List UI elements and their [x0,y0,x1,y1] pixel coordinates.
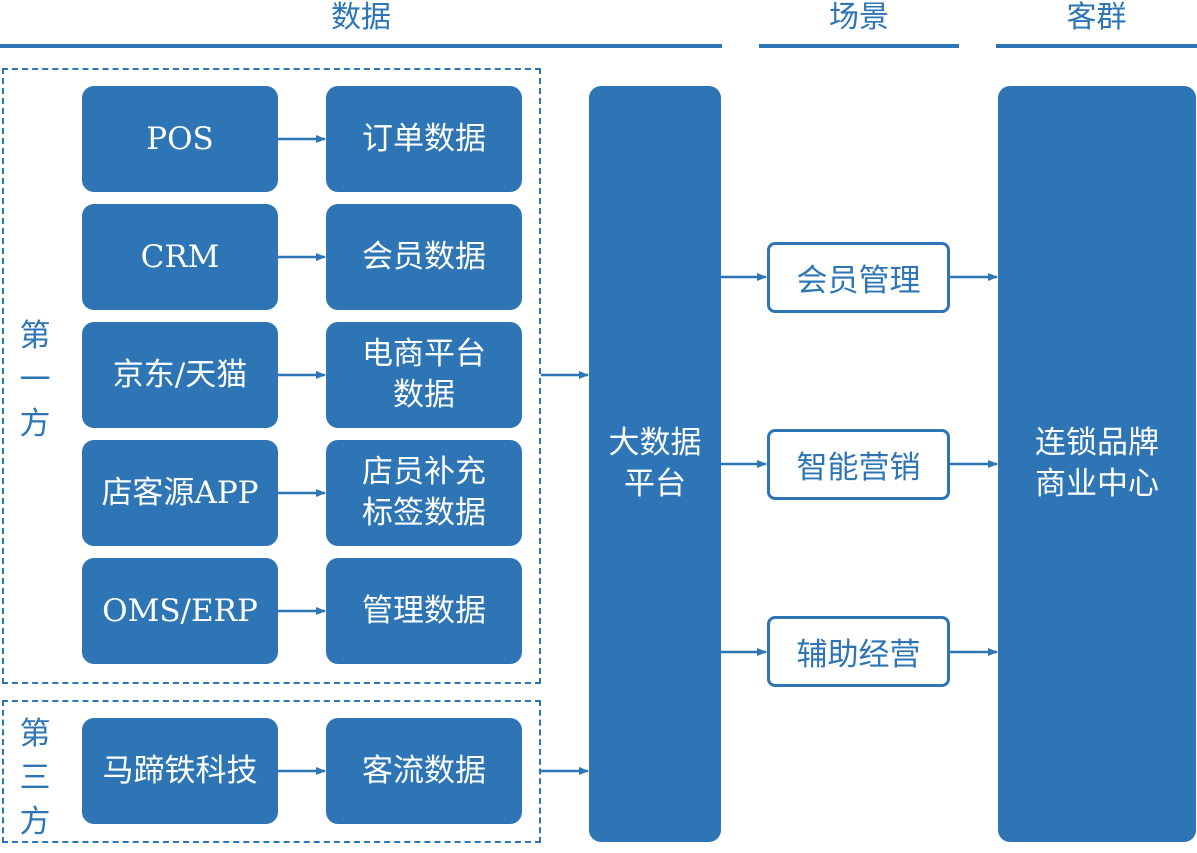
third-party-label-char: 三 [19,760,51,796]
scenario-label: 辅助经营 [796,637,921,673]
third-party-label: 第 三 方 [17,712,53,844]
output-label: 订单数据 [362,120,486,157]
output-label-line: 数据 [393,377,455,413]
chain-brand-commercial-center: 连锁品牌 商业中心 [998,86,1196,842]
output-box-ecommerce-data: 电商平台 数据 [326,322,522,428]
output-box-management-data: 管理数据 [326,558,522,664]
third-party-label-char: 方 [19,804,51,840]
header-data-underline [0,44,722,48]
header-customer: 客群 [1066,0,1127,35]
output-label: 客流数据 [362,752,486,789]
source-label: OMS/ERP [102,592,258,629]
source-box-dianke-app: 店客源APP [82,440,278,546]
target-label-line: 商业中心 [1035,466,1159,502]
third-party-label-char: 第 [19,716,51,752]
header-scenario-underline [759,44,959,48]
output-box-order-data: 订单数据 [326,86,522,192]
output-box-member-data: 会员数据 [326,204,522,310]
output-box-traffic-data: 客流数据 [326,718,522,824]
first-party-label: 第 一 方 [17,314,53,446]
first-party-group [2,68,541,684]
first-party-label-char: 方 [19,406,51,442]
header-data: 数据 [331,0,391,35]
output-label: 管理数据 [362,592,486,629]
source-box-oms-erp: OMS/ERP [82,558,278,664]
source-box-crm: CRM [82,204,278,310]
source-box-jd-tmall: 京东/天猫 [82,322,278,428]
output-label-line: 店员补充 [362,454,486,490]
scenario-smart-marketing: 智能营销 [767,429,950,500]
header-customer-underline [996,44,1197,48]
third-party-group [2,700,541,843]
big-data-platform: 大数据 平台 [589,86,721,842]
source-label: 京东/天猫 [112,356,248,393]
output-label-line: 标签数据 [362,495,486,531]
output-label-line: 电商平台 [362,336,486,372]
scenario-member-management: 会员管理 [767,242,950,313]
source-box-pos: POS [82,86,278,192]
scenario-label: 会员管理 [796,263,921,299]
scenario-label: 智能营销 [796,450,921,486]
scenario-operation-support: 辅助经营 [767,616,950,687]
first-party-label-char: 一 [19,362,51,398]
output-box-tag-data: 店员补充 标签数据 [326,440,522,546]
source-label: POS [146,120,214,157]
platform-label-line: 平台 [624,466,686,502]
first-party-label-char: 第 [19,318,51,354]
source-box-horseshoe-tech: 马蹄铁科技 [82,718,278,824]
source-label: 马蹄铁科技 [102,752,258,789]
header-scenario: 场景 [829,0,889,35]
target-label-line: 连锁品牌 [1035,425,1159,461]
source-label: CRM [140,238,220,275]
platform-label-line: 大数据 [608,425,702,461]
output-label: 会员数据 [362,238,486,275]
source-label: 店客源APP [101,474,259,511]
